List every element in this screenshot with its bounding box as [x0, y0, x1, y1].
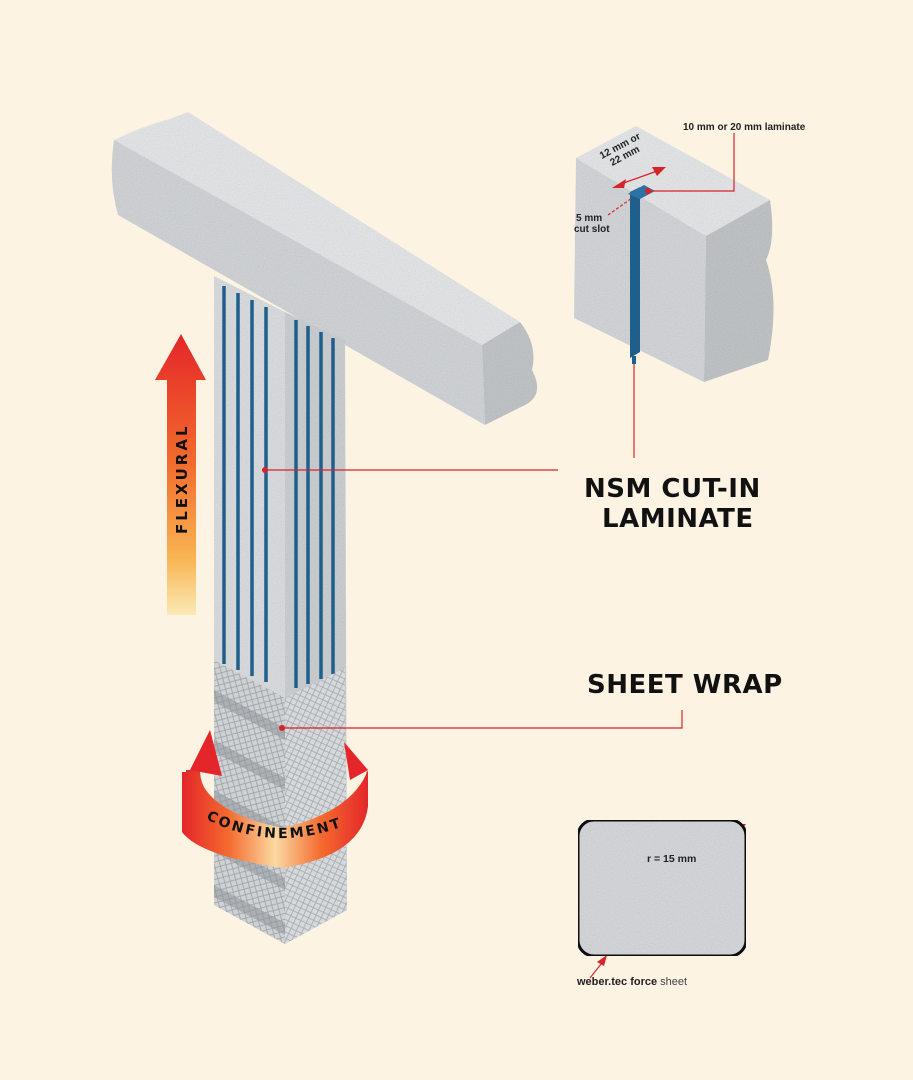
radius-label: r = 15 mm [647, 853, 697, 865]
nsm-laminates-left [222, 286, 268, 682]
beam-end-face [482, 322, 538, 425]
product-label: weber.tec force sheet [577, 976, 688, 988]
confinement-arrow [182, 730, 368, 868]
nsm-laminates-right [294, 320, 335, 688]
column-section [576, 818, 748, 958]
cut-slot-label: 5 mm cut slot [574, 213, 610, 235]
laminate-size-label: 10 mm or 20 mm laminate [683, 122, 806, 133]
beam-front-face [111, 140, 485, 425]
flexural-label: FLEXURAL [173, 423, 191, 534]
sheet-wrap-label: SHEET WRAP [587, 670, 783, 700]
flexural-arrow [155, 334, 206, 615]
nsm-label: NSM CUT-IN LAMINATE [584, 474, 761, 534]
concrete-beam [111, 112, 538, 425]
sheet-wrap [214, 660, 347, 944]
